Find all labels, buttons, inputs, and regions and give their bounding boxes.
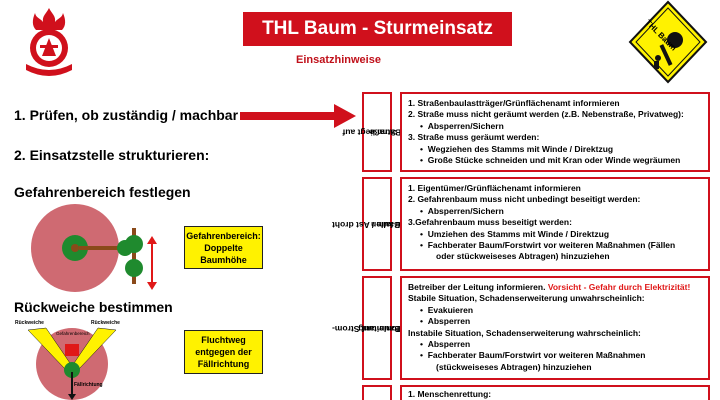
page-subtitle: Einsatzhinweise: [296, 54, 381, 66]
panel-line: Absperren/Sichern: [427, 120, 504, 131]
panel-line: 2. Straße muss nicht geräumt werden (z.B…: [408, 109, 684, 120]
tree-warning-sign-icon: [628, 0, 708, 84]
arrow-right-icon: [240, 104, 356, 128]
panel-bullet-line: • Absperren: [408, 316, 702, 327]
retreat-label-top: Gefahrenbereich: [56, 331, 90, 336]
panel-bullet-line: • Evakuieren: [408, 305, 702, 316]
panel-line: Fachberater Baum/Forstwirt vor weiteren …: [427, 240, 676, 251]
panel-line: 2. Gefahrenbaum muss nicht unbedingt bes…: [408, 194, 641, 205]
hazard-box-line: Baumhöhe: [200, 254, 247, 265]
hazard-area-heading: Gefahrenbereich festlegen: [14, 184, 191, 200]
panel-bullet-line: • Absperren/Sichern: [408, 121, 702, 132]
panel-line: 1. Menschenrettung:: [408, 389, 492, 399]
panel-line: Wegziehen des Stamms mit Winde / Direktz…: [427, 143, 614, 154]
panel-bullet-line: • Große Stücke schneiden und mit Kran od…: [408, 155, 702, 166]
panel-line: Umziehen des Stamms mit Winde / Direktzu…: [427, 228, 610, 239]
panel-line: Absperren: [427, 339, 471, 350]
panel-line: Große Stücke schneiden und mit Kran oder…: [427, 155, 681, 166]
panel-line: 3. Straße muss geräumt werden:: [408, 132, 540, 143]
bullet: •: [420, 304, 423, 315]
panel-bullet-line: • Absperren/Sichern: [408, 206, 702, 217]
hazard-box-line: Doppelte: [204, 242, 243, 253]
panel-bullet-line: • Fachberater Baum/Forstwirt vor weitere…: [408, 350, 702, 361]
panel-line: 1. Straßenbaulastträger/Grünflächenamt i…: [408, 98, 620, 108]
bullet: •: [420, 205, 423, 216]
retreat-diagram: [27, 327, 117, 400]
panel-intro-line: Betreiber der Leitung informieren. Vorsi…: [408, 282, 702, 293]
retreat-label-left: Rückweiche: [15, 320, 44, 326]
hazard-box-line: Gefahrenbereich:: [186, 230, 261, 241]
panel-bullet-line: • Umziehen des Stamms mit Winde / Direkt…: [408, 229, 702, 240]
page-title: THL Baum - Sturmeinsatz: [243, 12, 512, 46]
section-label-rescue: [362, 385, 392, 400]
panel-line: oder stückweiseses Abtragen) hinzuziehen: [436, 251, 610, 262]
retreat-heading: Rückweiche bestimmen: [14, 299, 173, 315]
bullet: •: [420, 120, 423, 131]
panel-line: Absperren/Sichern: [427, 205, 504, 216]
section-panel-powerline: Betreiber der Leitung informieren. Vorsi…: [400, 276, 710, 380]
escape-box-line: Fluchtweg: [201, 335, 246, 345]
hazard-zone-diagram: [31, 204, 157, 292]
bullet: •: [420, 350, 423, 361]
panel-bullet-line: • Absperren: [408, 339, 702, 350]
bullet: •: [420, 240, 423, 251]
panel-line: 3.Gefahrenbaum muss beseitigt werden:: [408, 217, 572, 228]
bullet: •: [420, 339, 423, 350]
step-2-heading: 2. Einsatzstelle strukturieren:: [14, 147, 210, 163]
retreat-label-bottom: Fällrichtung: [74, 382, 103, 388]
panel-line: (stückweiseses Abtragen) hinzuziehen: [436, 361, 592, 372]
bullet: •: [420, 155, 423, 166]
panel-intro: Betreiber der Leitung informieren.: [408, 282, 546, 292]
escape-box-line: entgegen der: [195, 347, 252, 357]
bullet: •: [420, 228, 423, 239]
fire-brigade-emblem-icon: [26, 8, 72, 76]
panel-line: Evakuieren: [427, 304, 474, 315]
escape-route-box: Fluchtweg entgegen der Fällrichtung: [184, 330, 263, 374]
panel-line: 1. Eigentümer/Grünflächenamt informieren: [408, 183, 581, 193]
panel-line: Stabile Situation, Schadenserweiterung u…: [408, 293, 645, 304]
bullet: •: [420, 316, 423, 327]
panel-line: Instabile Situation, Schadenserweiterung…: [408, 327, 641, 338]
section-panel-rescue: 1. Menschenrettung:: [400, 385, 710, 400]
section-panel-road: 1. Straßenbaulastträger/Grünflächenamt i…: [400, 92, 710, 172]
retreat-label-right: Rückweiche: [91, 320, 120, 326]
step-1-heading: 1. Prüfen, ob zuständig / machbar: [14, 107, 239, 123]
escape-box-line: Fällrichtung: [197, 359, 250, 369]
bullet: •: [420, 143, 423, 154]
panel-bullet-line: • Wegziehen des Stamms mit Winde / Direk…: [408, 144, 702, 155]
panel-line: Absperren: [427, 316, 471, 327]
section-panel-falling: 1. Eigentümer/Grünflächenamt informieren…: [400, 177, 710, 271]
hazard-area-box: Gefahrenbereich: Doppelte Baumhöhe: [184, 226, 263, 269]
section-label-powerline: Baum auf Strom-/Telefonleitung: [332, 276, 418, 380]
panel-line: Fachberater Baum/Forstwirt vor weiteren …: [427, 350, 646, 361]
panel-bullet-line: • Fachberater Baum/Forstwirt vor weitere…: [408, 240, 702, 251]
electricity-warning: Vorsicht - Gefahr durch Elektrizität!: [547, 282, 691, 292]
